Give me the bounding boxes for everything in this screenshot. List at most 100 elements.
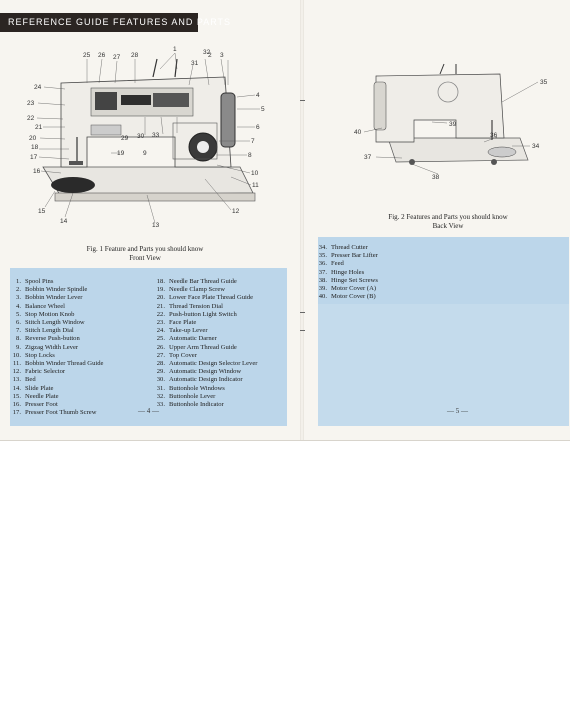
svg-text:6: 6 [256, 124, 260, 131]
svg-text:5: 5 [261, 106, 265, 113]
svg-text:8: 8 [248, 152, 252, 159]
svg-text:12: 12 [232, 208, 240, 215]
list-item: 1.Spool Pins [16, 278, 54, 285]
parts-list-right: 34.Thread Cutter 35.Presser Bar Lifter 3… [312, 244, 378, 301]
list-item: 4.Balance Wheel [16, 302, 65, 310]
back-view-illustration: 35 39 34 36 37 38 40 [354, 63, 548, 181]
gutter-tick [300, 312, 305, 313]
svg-text:1: 1 [173, 46, 177, 53]
list-item: 5.Stop Motion Knob [16, 310, 75, 318]
svg-text:23: 23 [27, 100, 35, 107]
list-item: 6.Stitch Length Window [16, 319, 85, 327]
list-item: 36.Feed [318, 260, 344, 268]
svg-text:18: 18 [31, 144, 39, 151]
list-item: 20.Lower Face Plate Thread Guide [156, 294, 254, 302]
svg-text:38: 38 [432, 174, 440, 181]
list-item: 9.Zigzag Width Lever [16, 343, 79, 351]
list-item: 17.Presser Foot Thumb Screw [12, 409, 97, 417]
fig2-caption-title: Fig. 2 Features and Parts you should kno… [388, 213, 508, 221]
list-item: 8.Reverse Push-button [16, 335, 80, 343]
svg-text:11: 11 [252, 182, 259, 189]
svg-text:21: 21 [35, 124, 43, 131]
svg-text:3: 3 [220, 52, 224, 59]
list-item: 12.Fabric Selector [12, 368, 66, 376]
svg-text:34: 34 [532, 143, 540, 150]
fig2-caption: Fig. 2 Features and Parts you should kno… [378, 213, 518, 231]
svg-text:40: 40 [354, 129, 362, 136]
fig2-caption-subtitle: Back View [432, 222, 464, 230]
list-item: 22.Push-button Light Switch [156, 310, 237, 318]
list-item: 35.Presser Bar Lifter [318, 252, 378, 260]
list-item: 19.Needle Clamp Screw [156, 286, 226, 294]
list-item: 16.Presser Foot [12, 401, 58, 409]
svg-text:16: 16 [33, 168, 41, 175]
svg-text:14: 14 [60, 218, 68, 225]
list-item: 7.Stitch Length Dial [16, 327, 74, 335]
svg-text:28: 28 [131, 52, 139, 59]
list-item: 14.Slide Plate [12, 384, 54, 392]
svg-text:39: 39 [449, 121, 457, 128]
list-item: 25.Automatic Darner [156, 335, 217, 343]
parts-list-col2: 18.Needle Bar Thread Guide 19.Needle Cla… [150, 278, 258, 409]
page-number-right: — 5 — [447, 407, 468, 415]
svg-text:24: 24 [34, 84, 42, 91]
list-item: 39.Motor Cover (A) [318, 285, 377, 293]
svg-text:30: 30 [137, 133, 145, 140]
svg-text:7: 7 [251, 138, 255, 145]
list-item: 37.Hinge Holes [318, 268, 365, 276]
svg-text:20: 20 [29, 135, 37, 142]
gutter-tick [300, 100, 305, 101]
fig1-caption-subtitle: Front View [129, 254, 161, 262]
list-item: 33.Buttonhole Indicator [156, 401, 224, 409]
svg-text:13: 13 [152, 222, 160, 229]
svg-text:26: 26 [98, 52, 106, 59]
svg-text:17: 17 [30, 154, 38, 161]
page-number-left: — 4 — [138, 407, 159, 415]
parts-list-col1: 1.Spool Pins 2.Bobbin Winder Spindle 3.B… [6, 278, 104, 417]
list-item: 15.Needle Plate [12, 392, 59, 400]
svg-text:27: 27 [113, 54, 121, 61]
list-item: 18.Needle Bar Thread Guide [156, 278, 237, 285]
gutter-tick [300, 330, 305, 331]
list-item: 34.Thread Cutter [318, 244, 368, 251]
svg-text:2: 2 [208, 52, 212, 59]
svg-text:4: 4 [256, 92, 260, 99]
parts-panel-right [318, 237, 569, 304]
fig1-caption-title: Fig. 1 Feature and Parts you should know [86, 245, 204, 253]
parts-panel-right-lower [318, 304, 569, 426]
svg-text:15: 15 [38, 208, 46, 215]
svg-text:25: 25 [83, 52, 91, 59]
svg-text:10: 10 [251, 170, 259, 177]
list-item: 30.Automatic Design Indicator [156, 376, 243, 384]
list-item: 11.Bobbin Winder Thread Guide [13, 360, 104, 368]
list-item: 26.Upper Arm Thread Guide [156, 343, 237, 351]
svg-text:32: 32 [203, 49, 211, 56]
fig1-caption: Fig. 1 Feature and Parts you should know… [70, 245, 220, 263]
list-item: 2.Bobbin Winder Spindle [16, 286, 88, 294]
svg-text:35: 35 [540, 79, 548, 86]
list-item: 10.Stop Locks [12, 351, 55, 359]
list-item: 40.Motor Cover (B) [318, 293, 376, 301]
list-item: 24.Take-up Lever [156, 327, 208, 335]
list-item: 23.Face Plate [156, 319, 197, 327]
parts-panel-left [10, 268, 287, 426]
svg-text:9: 9 [143, 150, 147, 157]
svg-text:29: 29 [121, 135, 129, 142]
list-item: 3.Bobbin Winder Lever [16, 294, 83, 302]
svg-text:33: 33 [152, 132, 160, 139]
svg-text:31: 31 [191, 60, 199, 67]
section-header: REFERENCE GUIDE FEATURES AND PARTS [0, 13, 230, 32]
svg-text:37: 37 [364, 154, 372, 161]
page-gutter [300, 0, 304, 440]
list-item: 21.Thread Tension Dial [156, 302, 223, 310]
list-item: 38.Hinge Set Screws [318, 276, 378, 284]
svg-text:22: 22 [27, 115, 35, 122]
svg-text:36: 36 [490, 132, 498, 139]
list-item: 13.Bed [12, 376, 36, 384]
list-item: 27.Top Cover [156, 351, 197, 359]
list-item: 28.Automatic Design Selector Lever [156, 360, 258, 368]
svg-text:19: 19 [117, 150, 125, 157]
list-item: 31.Buttonhole Windows [156, 384, 225, 392]
list-item: 29.Automatic Design Window [156, 368, 242, 376]
